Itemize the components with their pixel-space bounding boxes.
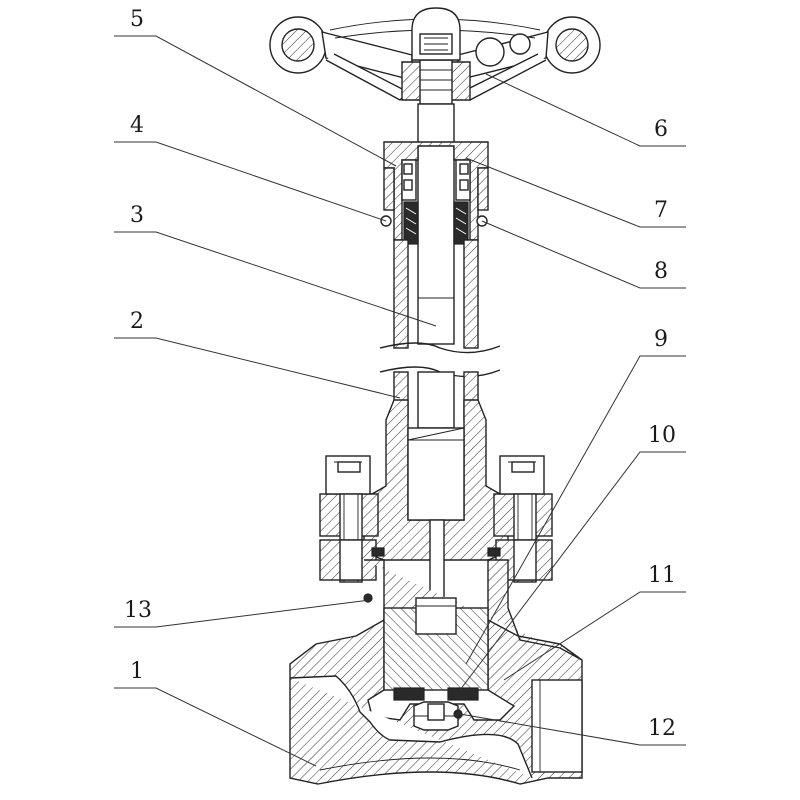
leader-5 xyxy=(114,35,397,167)
callout-6: 6 xyxy=(654,117,668,142)
handwheel xyxy=(269,7,601,105)
leader-3 xyxy=(114,231,437,327)
callout-5: 5 xyxy=(130,7,144,32)
callout-13: 13 xyxy=(124,598,152,623)
leader-9 xyxy=(465,355,686,665)
callout-12: 12 xyxy=(648,716,676,741)
leader-4 xyxy=(114,141,387,222)
callout-4: 4 xyxy=(130,113,144,138)
disc-assembly xyxy=(383,597,489,731)
callout-1: 1 xyxy=(130,659,144,684)
leader-11 xyxy=(503,591,686,681)
callout-10: 10 xyxy=(648,423,676,448)
leader-8 xyxy=(481,220,686,289)
leader-7 xyxy=(465,157,686,228)
callout-9: 9 xyxy=(654,327,668,352)
gland-nut xyxy=(383,141,489,241)
bonnet-tube-upper xyxy=(393,239,479,349)
leader-12 xyxy=(459,713,686,746)
stem-upper xyxy=(417,103,455,345)
callout-8: 8 xyxy=(654,259,668,284)
leader-1 xyxy=(114,687,317,767)
callout-2: 2 xyxy=(130,309,144,334)
callout-7: 7 xyxy=(654,198,668,223)
callout-labels: 5 4 3 2 13 1 6 7 8 9 10 11 12 xyxy=(124,7,676,741)
leader-10 xyxy=(459,451,686,691)
callout-3: 3 xyxy=(130,203,144,228)
leader-13 xyxy=(114,599,371,628)
bonnet xyxy=(319,371,553,601)
leader-lines xyxy=(114,35,686,767)
leader-2 xyxy=(114,337,401,399)
callout-11: 11 xyxy=(648,563,676,588)
leader-6 xyxy=(485,73,686,147)
